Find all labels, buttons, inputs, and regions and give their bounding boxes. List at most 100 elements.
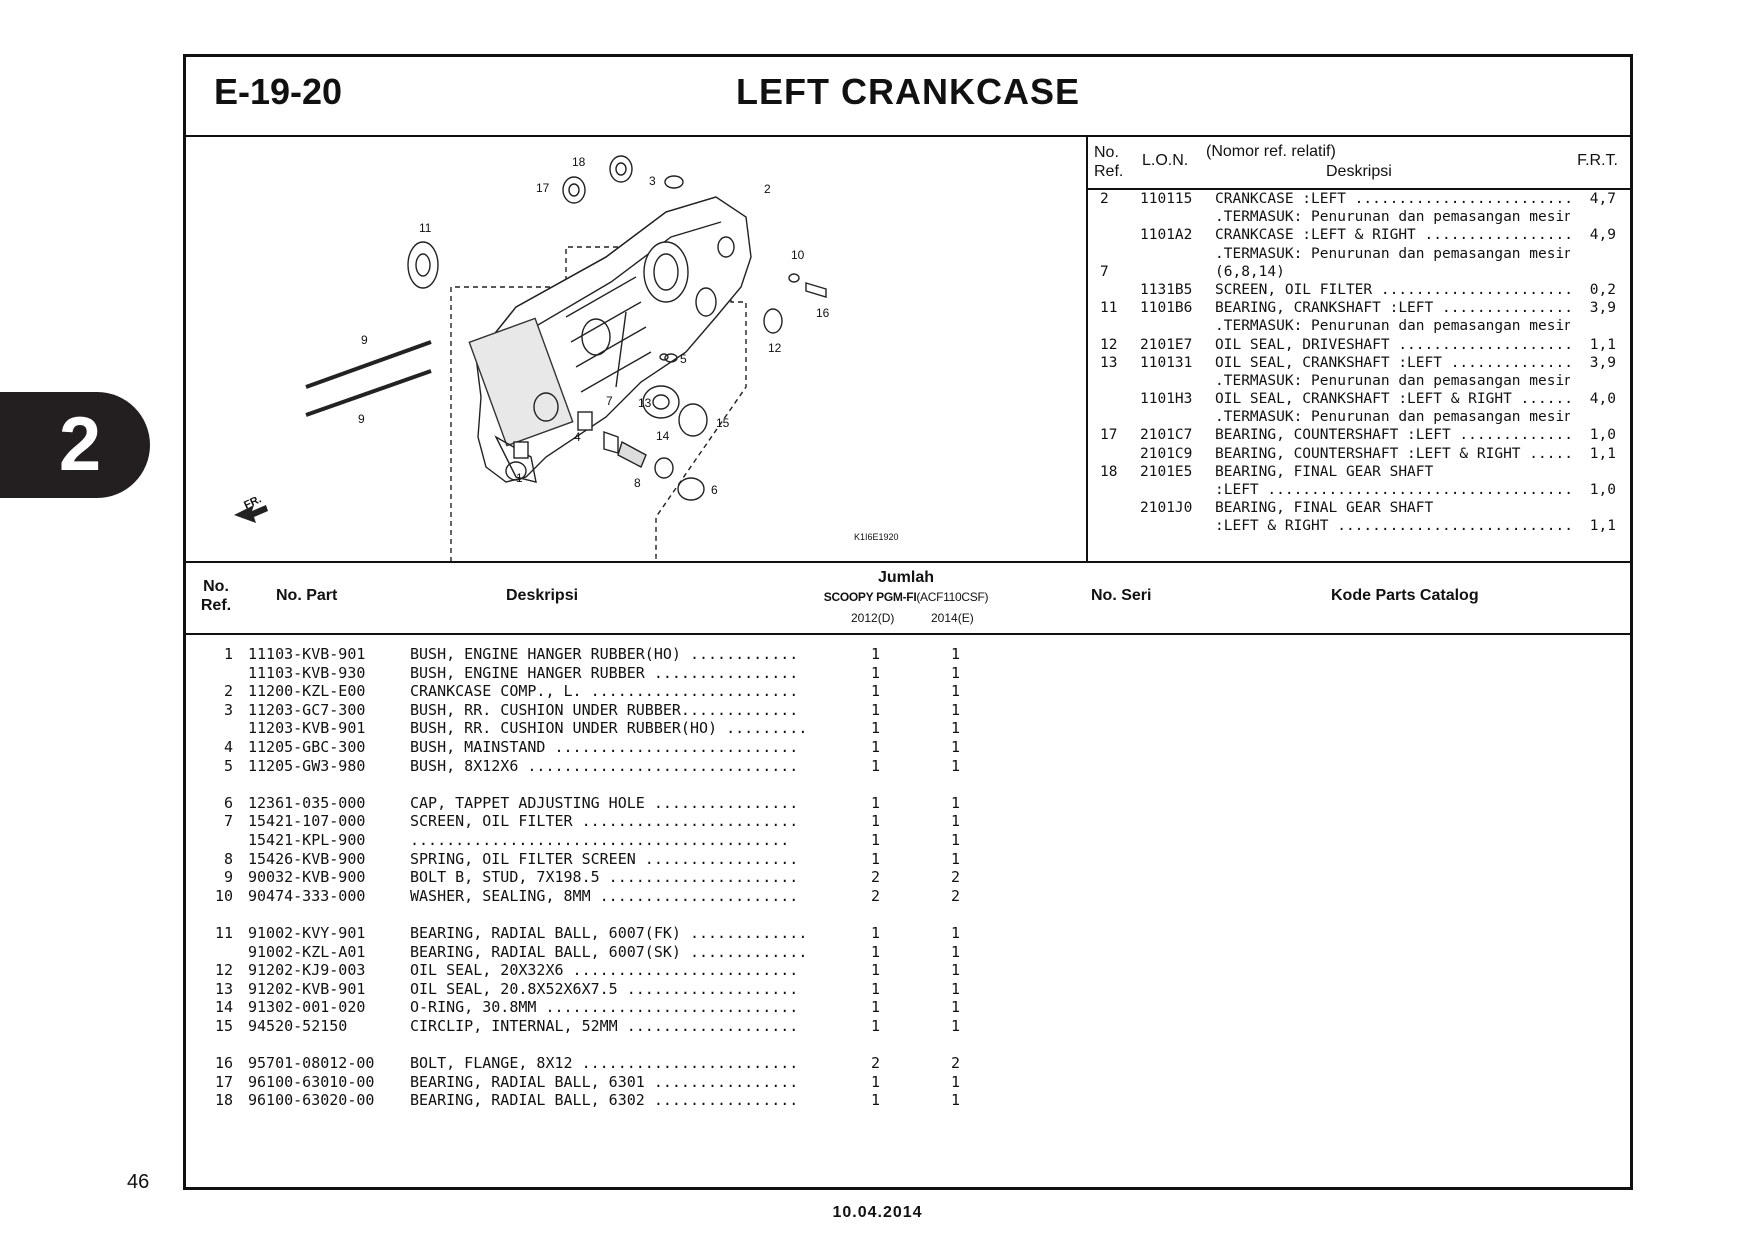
frt-ref-cell bbox=[1088, 445, 1140, 463]
frt-desc-cell: BEARING, FINAL GEAR SHAFT bbox=[1215, 463, 1434, 480]
frt-ref-cell bbox=[1088, 226, 1140, 244]
frt-desc-cell: BEARING, COUNTERSHAFT :LEFT ............… bbox=[1215, 427, 1570, 444]
frt-desc-cell: .TERMASUK: Penurunan dan pemasangan mesi… bbox=[1215, 318, 1570, 335]
exploded-diagram: 1 2 3 4 5 6 7 8 9 9 10 11 12 13 14 15 16… bbox=[186, 137, 1088, 562]
part-desc-cell: CIRCLIP, INTERNAL, 52MM ................… bbox=[410, 1016, 799, 1035]
qty-2012-cell: 1 bbox=[870, 663, 880, 682]
callout-13: 13 bbox=[638, 396, 652, 410]
qty-2012-cell: 1 bbox=[870, 793, 880, 812]
qty-2012-cell: 1 bbox=[870, 849, 880, 868]
qty-2014-cell: 1 bbox=[950, 998, 960, 1017]
frt-desc-cell: OIL SEAL, DRIVESHAFT ...................… bbox=[1215, 336, 1570, 353]
part-number-cell: 11200-KZL-E00 bbox=[248, 682, 366, 701]
qty-2012-cell: 1 bbox=[870, 998, 880, 1017]
callout-16: 16 bbox=[816, 306, 830, 320]
frt-desc-cell: BEARING, COUNTERSHAFT :LEFT & RIGHT ....… bbox=[1215, 445, 1570, 462]
section-title: LEFT CRANKCASE bbox=[736, 71, 1080, 112]
callout-17: 17 bbox=[536, 181, 550, 195]
part-ref-cell bbox=[186, 831, 248, 850]
frt-lon-cell bbox=[1140, 317, 1215, 335]
frt-ref-cell bbox=[1088, 317, 1140, 335]
qty-2012-cell: 1 bbox=[870, 1072, 880, 1091]
chapter-tab: 2 bbox=[0, 392, 150, 498]
frt-row: .TERMASUK: Penurunan dan pemasangan mesi… bbox=[1088, 245, 1630, 263]
frt-ref-cell bbox=[1088, 208, 1140, 226]
part-desc-cell: BUSH, 8X12X6 ...........................… bbox=[410, 756, 799, 775]
qty-2014-cell: 2 bbox=[950, 868, 960, 887]
year-2014-header: 2014(E) bbox=[931, 611, 974, 625]
part-number-cell: 91002-KZL-A01 bbox=[248, 942, 366, 961]
frt-lon-cell bbox=[1140, 408, 1215, 426]
qty-2012-cell: 1 bbox=[870, 737, 880, 756]
part-ref-cell: 1 bbox=[223, 645, 233, 663]
qty-2014-cell: 1 bbox=[950, 645, 960, 663]
frt-lon-cell: 110131 bbox=[1140, 354, 1193, 371]
qty-2014-cell: 1 bbox=[950, 737, 960, 756]
callout-5: 5 bbox=[680, 352, 687, 366]
qty-2012-cell: 1 bbox=[870, 942, 880, 961]
qty-2014-cell: 1 bbox=[950, 979, 960, 998]
part-number-cell: 15426-KVB-900 bbox=[248, 849, 366, 868]
part-number-cell: 90474-333-000 bbox=[248, 886, 366, 905]
callout-8: 8 bbox=[634, 476, 641, 490]
qty-2014-cell: 1 bbox=[950, 812, 960, 831]
callout-18: 18 bbox=[572, 155, 586, 169]
callout-9a: 9 bbox=[361, 333, 368, 347]
callout-10: 10 bbox=[791, 248, 805, 262]
part-desc-cell: BOLT, FLANGE, 8X12 .....................… bbox=[410, 1054, 799, 1073]
parts-row: 15421-KPL-900...........................… bbox=[186, 831, 1630, 850]
frt-time-cell bbox=[1570, 372, 1630, 390]
part-desc-cell: O-RING, 30.8MM .........................… bbox=[410, 998, 799, 1017]
part-ref-cell: 7 bbox=[223, 812, 233, 831]
frt-desc-cell: .TERMASUK: Penurunan dan pemasangan mesi… bbox=[1215, 245, 1570, 262]
frt-lon-cell: 2101E7 bbox=[1140, 336, 1193, 353]
catalog-header: Kode Parts Catalog bbox=[1331, 587, 1479, 604]
part-desc-cell: ........................................… bbox=[410, 830, 790, 849]
part-desc-cell: BUSH, RR. CUSHION UNDER RUBBER(HO) .....… bbox=[410, 719, 808, 738]
part-number-cell: 15421-KPL-900 bbox=[248, 830, 366, 849]
callout-7: 7 bbox=[606, 394, 613, 408]
frt-lon-cell bbox=[1140, 372, 1215, 390]
frt-row: :LEFT & RIGHT ..........................… bbox=[1088, 517, 1630, 535]
front-arrow-icon bbox=[234, 505, 268, 523]
frt-desc-cell: CRANKCASE :LEFT ........................… bbox=[1215, 191, 1570, 207]
frt-desc-cell: OIL SEAL, CRANKSHAFT :LEFT & RIGHT .....… bbox=[1215, 391, 1570, 408]
callout-4: 4 bbox=[574, 430, 581, 444]
part-ref-cell bbox=[186, 943, 248, 962]
part-number-cell: 11205-GBC-300 bbox=[248, 737, 366, 756]
frt-row: .TERMASUK: Penurunan dan pemasangan mesi… bbox=[1088, 208, 1630, 226]
frt-ref-cell bbox=[1088, 481, 1140, 499]
qty-2014-cell: 1 bbox=[950, 793, 960, 812]
part-number-cell: 11205-GW3-980 bbox=[248, 756, 366, 775]
frt-row: :LEFT ..................................… bbox=[1088, 481, 1630, 499]
qty-2012-cell: 1 bbox=[870, 1016, 880, 1035]
frt-time-cell bbox=[1570, 208, 1630, 226]
part-number-cell: 91202-KVB-901 bbox=[248, 979, 366, 998]
part-ref-cell: 9 bbox=[223, 868, 233, 887]
frt-time-cell bbox=[1570, 408, 1630, 426]
part-desc-cell: BUSH, ENGINE HANGER RUBBER(HO) .........… bbox=[410, 645, 799, 663]
part-number-cell: 11203-KVB-901 bbox=[248, 719, 366, 738]
frt-ref-cell: 2 bbox=[1100, 191, 1109, 207]
figure-code: K1I6E1920 bbox=[854, 532, 899, 542]
qty-2012-cell: 1 bbox=[870, 719, 880, 738]
part-ref-cell: 14 bbox=[214, 998, 233, 1017]
qty-2014-cell: 1 bbox=[950, 1091, 960, 1110]
frt-lon-cell: 1101B6 bbox=[1140, 300, 1193, 317]
part-desc-cell: OIL SEAL, 20.8X52X6X7.5 ................… bbox=[410, 979, 799, 998]
frt-lon-cell: 1131B5 bbox=[1140, 281, 1193, 298]
